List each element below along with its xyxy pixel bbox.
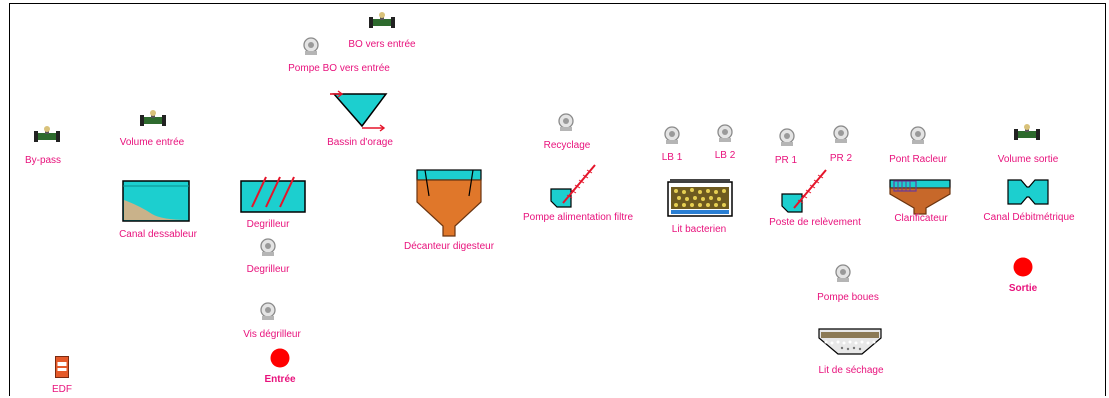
volume-sortie-valve-icon[interactable] <box>1014 124 1040 142</box>
lb2-pump-icon[interactable] <box>716 123 734 143</box>
lb1-pump-icon[interactable] <box>663 125 681 145</box>
canal-debitmetrique-label: Canal Débitmétrique <box>983 212 1075 223</box>
poste-relevement-label: Poste de relèvement <box>769 217 861 228</box>
lit-bacterien-label: Lit bacterien <box>671 224 727 235</box>
pr2-label: PR 2 <box>829 153 853 164</box>
volume-entree-valve-icon[interactable] <box>140 110 166 128</box>
by-pass-label: By-pass <box>24 155 62 166</box>
canal-debitmetrique-icon[interactable] <box>1007 179 1049 205</box>
pont-racleur-pump-icon[interactable] <box>909 125 927 145</box>
pr1-label: PR 1 <box>774 155 798 166</box>
bassin-orage-label: Bassin d'orage <box>327 137 393 148</box>
sortie-label: Sortie <box>1008 283 1038 294</box>
decanteur-digesteur-label: Décanteur digesteur <box>403 241 495 252</box>
degrilleur-pump-label: Degrilleur <box>246 264 290 275</box>
lit-sechage-icon[interactable] <box>818 328 882 358</box>
recyclage-pump-icon[interactable] <box>557 112 575 132</box>
degrilleur-tank-label: Degrilleur <box>246 219 290 230</box>
bassin-orage-icon[interactable] <box>328 90 392 134</box>
degrilleur-tank-icon[interactable] <box>240 176 306 213</box>
entree-label: Entrée <box>264 374 296 385</box>
clarificateur-label: Clarificateur <box>894 213 948 224</box>
edf-label: EDF <box>52 384 72 395</box>
degrilleur-pump-icon[interactable] <box>259 237 277 257</box>
vis-degrilleur-label: Vis dégrilleur <box>243 329 301 340</box>
pompe-boues-label: Pompe boues <box>817 292 879 303</box>
sortie-alarm-icon[interactable] <box>1013 257 1033 277</box>
poste-relevement-icon[interactable] <box>780 168 832 214</box>
pompe-bo-vers-entree-label: Pompe BO vers entrée <box>288 63 390 74</box>
bo-vers-entree-label: BO vers entrée <box>348 39 416 50</box>
synoptic-panel <box>9 3 1106 396</box>
clarificateur-icon[interactable] <box>888 178 952 216</box>
pompe-alimentation-filtre-label: Pompe alimentation filtre <box>522 212 634 223</box>
volume-entree-label: Volume entrée <box>119 137 185 148</box>
lb2-label: LB 2 <box>714 150 736 161</box>
entree-alarm-icon[interactable] <box>270 348 290 368</box>
edf-meter-icon[interactable] <box>55 356 69 378</box>
recyclage-label: Recyclage <box>543 140 591 151</box>
pompe-alimentation-filtre-icon[interactable] <box>549 163 601 209</box>
pompe-boues-pump-icon[interactable] <box>834 263 852 283</box>
pr1-pump-icon[interactable] <box>778 127 796 147</box>
vis-degrilleur-pump-icon[interactable] <box>259 301 277 321</box>
lit-bacterien-icon[interactable] <box>667 177 733 219</box>
canal-dessableur-tank-icon[interactable] <box>122 180 190 222</box>
canal-dessableur-label: Canal dessableur <box>119 229 197 240</box>
pont-racleur-label: Pont Racleur <box>889 154 947 165</box>
pompe-bo-pump-icon[interactable] <box>302 36 320 56</box>
bo-vers-entree-valve-icon[interactable] <box>369 12 395 30</box>
decanteur-digesteur-icon[interactable] <box>415 168 483 238</box>
volume-sortie-label: Volume sortie <box>997 154 1059 165</box>
by-pass-valve-icon[interactable] <box>34 126 60 144</box>
pr2-pump-icon[interactable] <box>832 124 850 144</box>
lb1-label: LB 1 <box>661 152 683 163</box>
lit-sechage-label: Lit de séchage <box>818 365 884 376</box>
